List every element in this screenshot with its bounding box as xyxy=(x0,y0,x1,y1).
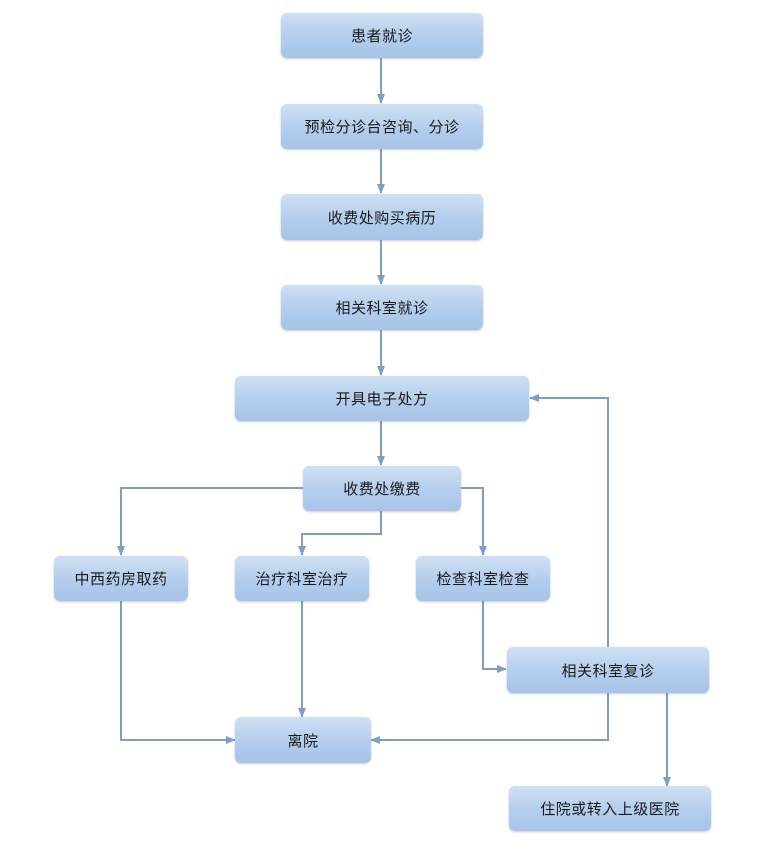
node-follow-up: 相关科室复诊 xyxy=(507,647,709,693)
node-pharmacy: 中西药房取药 xyxy=(54,556,188,601)
node-triage-desk: 预检分诊台咨询、分诊 xyxy=(281,104,483,149)
node-exam-room: 检查科室检查 xyxy=(416,556,550,601)
edge-followup-to-prescription xyxy=(529,394,609,647)
node-cashier-buy-record: 收费处购买病历 xyxy=(281,194,483,240)
node-cashier-pay: 收费处缴费 xyxy=(303,466,461,511)
node-hospitalize-or-transfer: 住院或转入上级医院 xyxy=(509,786,711,831)
edge-pharmacy-to-discharge xyxy=(120,601,236,744)
node-e-prescription: 开具电子处方 xyxy=(235,376,529,421)
node-dept-consult: 相关科室就诊 xyxy=(281,285,483,330)
edge-exam-to-followup xyxy=(482,601,507,673)
edge-pay-to-pharmacy xyxy=(117,487,303,556)
node-treatment-room: 治疗科室治疗 xyxy=(235,556,369,601)
edge-pay-to-exam xyxy=(461,487,487,556)
edge-followup-to-discharge xyxy=(370,693,609,744)
edge-pay-to-treatment xyxy=(298,511,382,556)
node-patient-visit: 患者就诊 xyxy=(281,13,483,58)
node-discharge: 离院 xyxy=(235,717,371,763)
